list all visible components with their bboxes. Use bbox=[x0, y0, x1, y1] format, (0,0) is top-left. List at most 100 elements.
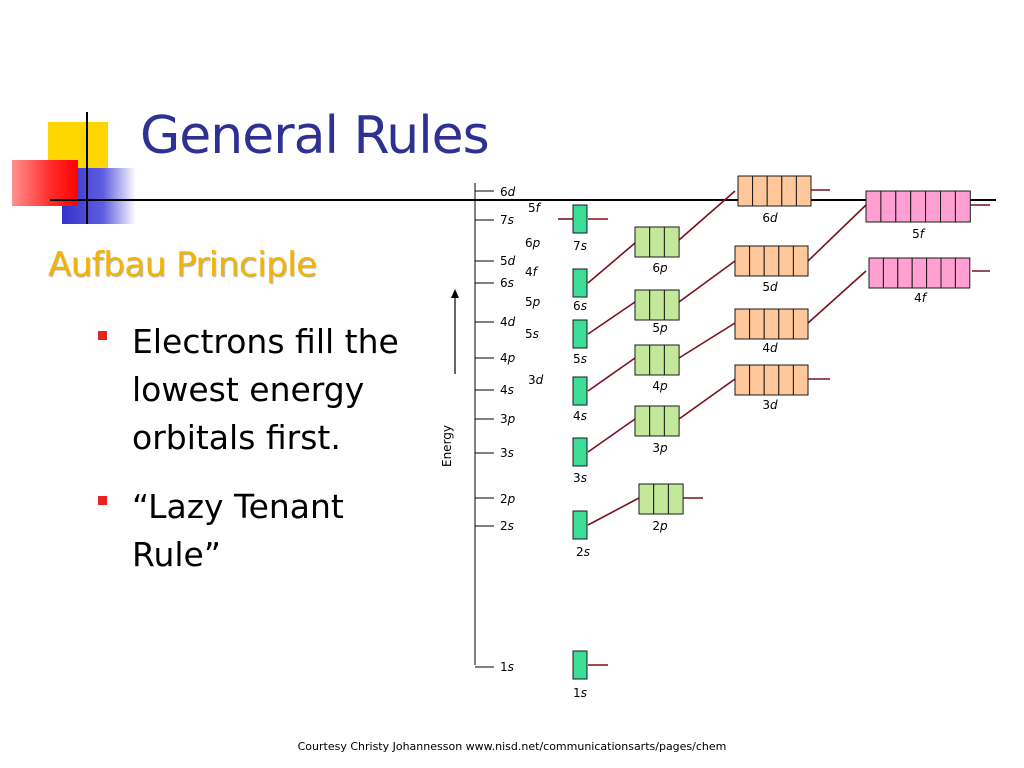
orbital-box-4d bbox=[792, 308, 809, 340]
orbital-box-4p bbox=[649, 344, 665, 376]
orbital-box-6p bbox=[634, 226, 651, 258]
energy-level-label: 3d bbox=[528, 373, 544, 387]
orbital-label-4f: 4f bbox=[914, 291, 928, 305]
orbital-connector bbox=[587, 418, 636, 453]
orbital-box-2p bbox=[638, 483, 655, 515]
orbital-box-3d bbox=[749, 364, 765, 396]
orbital-label-3d: 3d bbox=[762, 398, 778, 412]
orbital-label-4s: 4s bbox=[573, 409, 587, 423]
orbital-label-6d: 6d bbox=[762, 211, 778, 225]
orbital-box-6d bbox=[781, 175, 797, 207]
horizontal-rule-decoration bbox=[50, 199, 996, 201]
credit-text: Courtesy Christy Johannesson www.nisd.ne… bbox=[297, 740, 727, 753]
orbital-box-4d bbox=[749, 308, 765, 340]
orbital-label-3p: 3p bbox=[652, 441, 668, 455]
orbital-box-4f bbox=[868, 257, 884, 289]
orbital-box-6d bbox=[795, 175, 812, 207]
orbital-connector bbox=[587, 301, 636, 335]
orbital-box-6d bbox=[752, 175, 768, 207]
orbital-label-2s: 2s bbox=[576, 545, 590, 559]
orbital-connector bbox=[678, 260, 736, 303]
orbital-box-4f bbox=[911, 257, 928, 289]
energy-level-label: 3p bbox=[500, 412, 516, 426]
orbital-connector bbox=[587, 357, 636, 392]
orbital-box-3d bbox=[734, 364, 751, 396]
orbital-box-2s bbox=[572, 510, 588, 540]
orbital-box-4f bbox=[940, 257, 956, 289]
orbital-box-5f bbox=[954, 190, 971, 223]
orbital-box-5d bbox=[792, 245, 809, 277]
orbital-label-6p: 6p bbox=[652, 261, 668, 275]
orbital-box-5d bbox=[763, 245, 780, 277]
bullet-text: “Lazy Tenant Rule” bbox=[132, 487, 344, 574]
energy-level-label: 3s bbox=[500, 446, 514, 460]
energy-arrow-head-icon bbox=[451, 289, 459, 298]
energy-level-label: 6d bbox=[500, 185, 516, 199]
orbital-box-5d bbox=[778, 245, 794, 277]
orbital-label-5p: 5p bbox=[652, 321, 668, 335]
energy-level-label: 4d bbox=[500, 315, 516, 329]
orbital-box-5p bbox=[663, 289, 680, 321]
orbital-box-5f bbox=[940, 190, 956, 223]
orbital-box-3p bbox=[663, 405, 680, 437]
orbital-box-5f bbox=[895, 190, 912, 223]
orbital-label-5d: 5d bbox=[762, 280, 778, 294]
orbital-box-2p bbox=[653, 483, 669, 515]
orbital-connector bbox=[678, 190, 736, 241]
page-title: General Rules bbox=[140, 106, 490, 166]
energy-level-label: 6p bbox=[525, 236, 541, 250]
orbital-box-5d bbox=[749, 245, 765, 277]
vertical-rule-decoration bbox=[86, 112, 88, 224]
energy-level-label: 2p bbox=[500, 492, 516, 506]
orbital-connector bbox=[678, 378, 736, 420]
energy-level-label: 5s bbox=[525, 327, 539, 341]
bullet-square-icon bbox=[98, 331, 107, 340]
energy-level-label: 1s bbox=[500, 660, 514, 674]
orbital-box-4d bbox=[778, 308, 794, 340]
orbital-box-3d bbox=[792, 364, 809, 396]
energy-level-label: 4s bbox=[500, 383, 514, 397]
orbital-connector bbox=[807, 204, 867, 262]
orbital-box-5s bbox=[572, 319, 588, 349]
orbital-box-4d bbox=[763, 308, 780, 340]
orbital-box-7s bbox=[572, 204, 588, 234]
orbital-box-6d bbox=[737, 175, 754, 207]
orbital-box-4p bbox=[663, 344, 680, 376]
orbital-box-3p bbox=[634, 405, 651, 437]
orbital-connector bbox=[587, 242, 636, 284]
orbital-label-7s: 7s bbox=[573, 239, 587, 253]
orbital-box-4f bbox=[882, 257, 899, 289]
energy-level-label: 2s bbox=[500, 519, 514, 533]
orbital-box-3d bbox=[778, 364, 794, 396]
orbital-box-4f bbox=[926, 257, 942, 289]
orbital-box-6d bbox=[766, 175, 783, 207]
orbital-box-1s bbox=[572, 650, 588, 680]
orbital-label-4d: 4d bbox=[762, 341, 778, 355]
energy-level-label: 4f bbox=[525, 265, 539, 279]
orbital-box-5p bbox=[634, 289, 651, 321]
orbital-label-3s: 3s bbox=[573, 471, 587, 485]
orbital-box-5f bbox=[925, 190, 941, 223]
orbital-connector bbox=[807, 270, 867, 324]
orbital-box-4f bbox=[954, 257, 971, 289]
energy-level-label: 4p bbox=[500, 351, 516, 365]
orbital-box-3p bbox=[649, 405, 665, 437]
orbital-label-5s: 5s bbox=[573, 352, 587, 366]
orbital-label-6s: 6s bbox=[573, 299, 587, 313]
orbital-box-4s bbox=[572, 376, 588, 406]
orbital-box-6p bbox=[663, 226, 680, 258]
orbital-label-5f: 5f bbox=[912, 227, 926, 241]
energy-level-label: 6s bbox=[500, 276, 514, 290]
orbital-box-3s bbox=[572, 437, 588, 467]
orbital-box-2p bbox=[667, 483, 684, 515]
orbital-connector bbox=[678, 322, 736, 359]
energy-level-label: 7s bbox=[500, 213, 514, 227]
orbital-box-5p bbox=[649, 289, 665, 321]
orbital-label-2p: 2p bbox=[652, 519, 668, 533]
energy-axis-label: Energy bbox=[440, 425, 454, 467]
orbital-label-4p: 4p bbox=[652, 379, 668, 393]
orbital-box-6s bbox=[572, 268, 588, 298]
orbital-box-4f bbox=[897, 257, 913, 289]
